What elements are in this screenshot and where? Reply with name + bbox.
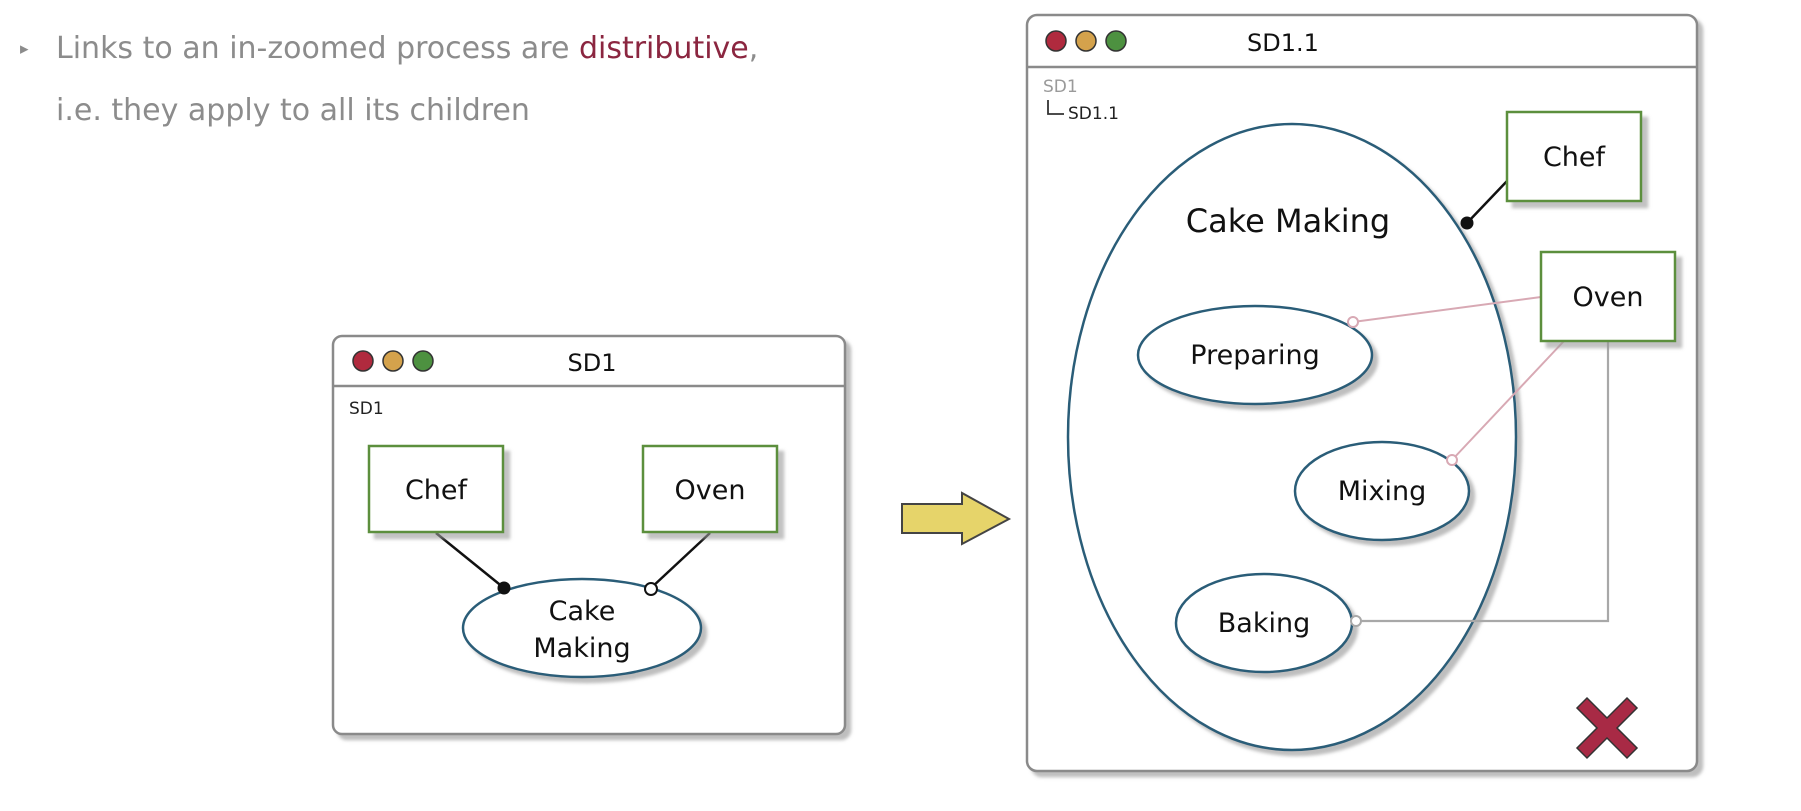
process-cake-making-sd1-line2: Making <box>533 633 630 664</box>
close-window-icon[interactable] <box>1045 30 1067 52</box>
subprocess-preparing[interactable] <box>1136 304 1374 406</box>
breadcrumb-parent-sd1[interactable]: SD1 <box>1043 77 1078 97</box>
bullet-line-1: Links to an in-zoomed process are distri… <box>56 18 918 80</box>
maximize-window-icon[interactable] <box>412 350 434 372</box>
agent-link-chef <box>435 532 505 589</box>
bullet-point: ▸ Links to an in-zoomed process are dist… <box>18 18 918 142</box>
instrument-end-mixing <box>1446 454 1458 466</box>
minimize-window-icon[interactable] <box>382 350 404 372</box>
process-cake-making-sd1[interactable] <box>461 577 703 679</box>
object-oven-sd1-1[interactable] <box>1539 250 1677 343</box>
agent-link-filled-dot <box>497 581 511 595</box>
agent-link-chef-inzoomed <box>1466 179 1509 224</box>
agent-link-filled-dot-inzoomed <box>1460 216 1474 230</box>
object-chef-sd1-1-label: Chef <box>1543 142 1607 173</box>
bullet-highlight-word: distributive <box>578 31 749 66</box>
subprocess-baking-label: Baking <box>1218 608 1310 639</box>
object-oven-sd1-1-label: Oven <box>1573 282 1644 313</box>
process-cake-making-sd1-line1: Cake <box>549 596 616 627</box>
object-chef-sd1-label: Chef <box>405 475 469 506</box>
window-sd1-1-title: SD1.1 <box>1247 29 1319 57</box>
window-sd1-breadcrumb[interactable]: SD1 <box>349 399 384 419</box>
window-sd1-1: SD1.1 SD1 SD1.1 Cake Making Preparing Mi… <box>1025 13 1699 773</box>
instrument-link-mixing <box>1451 340 1565 461</box>
process-cake-making-inzoomed-label: Cake Making <box>1186 202 1390 240</box>
triangle-bullet-icon: ▸ <box>20 39 29 59</box>
breadcrumb-tree-connector <box>1047 100 1064 115</box>
window-sd1-frame <box>331 334 847 736</box>
instrument-link-hollow-dot <box>644 582 658 596</box>
bullet-line-1-prefix: Links to an in-zoomed process are <box>56 31 579 66</box>
bullet-line-2: i.e. they apply to all its children <box>56 93 530 128</box>
process-cake-making-inzoomed[interactable] <box>1066 122 1518 752</box>
cross-mark-icon <box>1575 696 1639 760</box>
bullet-line-1-suffix: , <box>748 31 759 66</box>
window-sd1: SD1 SD1 Chef Oven Cake Making <box>331 334 847 736</box>
object-oven-sd1-label: Oven <box>675 475 746 506</box>
object-chef-sd1[interactable] <box>367 444 505 534</box>
subprocess-mixing[interactable] <box>1293 440 1471 542</box>
subprocess-preparing-label: Preparing <box>1190 340 1319 371</box>
subprocess-mixing-label: Mixing <box>1338 476 1427 507</box>
breadcrumb-child-sd1-1[interactable]: SD1.1 <box>1068 104 1119 124</box>
window-sd1-title: SD1 <box>568 349 617 377</box>
instrument-link-preparing <box>1352 296 1542 323</box>
instrument-link-oven <box>650 532 711 589</box>
instrument-end-preparing <box>1347 316 1359 328</box>
object-chef-sd1-1[interactable] <box>1505 110 1643 203</box>
minimize-window-icon[interactable] <box>1075 30 1097 52</box>
right-arrow-icon <box>901 491 1012 546</box>
close-window-icon[interactable] <box>352 350 374 372</box>
instrument-link-baking <box>1356 341 1610 623</box>
object-oven-sd1[interactable] <box>641 444 779 534</box>
maximize-window-icon[interactable] <box>1105 30 1127 52</box>
instrument-end-baking <box>1350 615 1362 627</box>
